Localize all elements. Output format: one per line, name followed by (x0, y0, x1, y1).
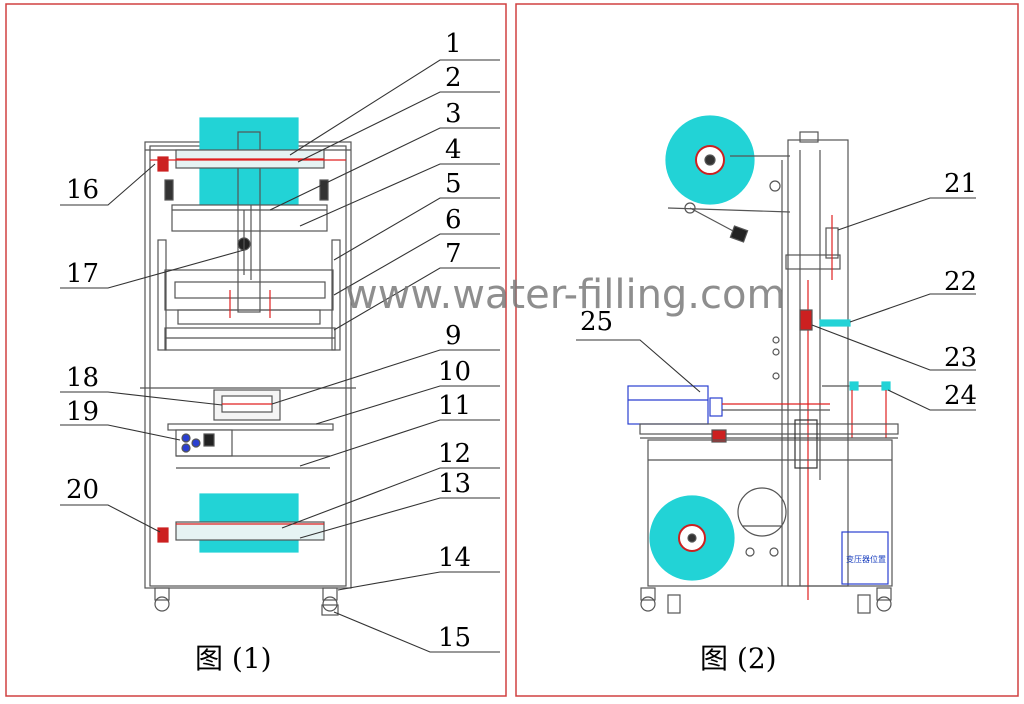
figure-1-caption: 图 (1) (195, 642, 272, 675)
callout-12: 12 (438, 439, 471, 469)
drive-motor (627, 385, 709, 425)
callout-7: 7 (445, 239, 462, 269)
figure-2-callouts: 21 22 23 24 25 (580, 169, 977, 411)
callout-19: 19 (66, 397, 99, 427)
figure-1-callouts: 1 2 3 4 5 6 7 9 10 11 12 13 14 15 16 17 … (66, 29, 471, 653)
figure-2-frame (515, 3, 1019, 697)
transformer-label: 变压器位置 (846, 554, 886, 564)
callout-2: 2 (445, 63, 462, 93)
figure-2-caption: 图 (2) (700, 642, 777, 675)
callout-21: 21 (944, 169, 977, 199)
callout-25: 25 (580, 307, 613, 337)
callout-4: 4 (445, 135, 462, 165)
figure-1-frame (5, 3, 507, 697)
callout-10: 10 (438, 357, 471, 387)
callout-1: 1 (445, 29, 462, 59)
figure-1-leader-lines (60, 59, 500, 653)
figure-2-leader-lines (576, 197, 976, 411)
callout-15: 15 (438, 623, 471, 653)
callout-23: 23 (944, 343, 977, 373)
figure-1-drawing (140, 117, 356, 616)
figure-2-drawing (627, 115, 899, 614)
callout-24: 24 (944, 381, 977, 411)
callout-11: 11 (438, 391, 471, 421)
callout-17: 17 (66, 259, 99, 289)
callout-9: 9 (445, 321, 462, 351)
callout-6: 6 (445, 205, 462, 235)
callout-13: 13 (438, 469, 471, 499)
callout-20: 20 (66, 475, 99, 505)
callout-22: 22 (944, 267, 977, 297)
callout-5: 5 (445, 169, 462, 199)
callout-14: 14 (438, 543, 471, 573)
callout-3: 3 (445, 99, 462, 129)
callout-18: 18 (66, 363, 99, 393)
callout-16: 16 (66, 175, 99, 205)
transformer-box (841, 531, 889, 585)
watermark-text: www.water-filling.com (345, 272, 785, 318)
